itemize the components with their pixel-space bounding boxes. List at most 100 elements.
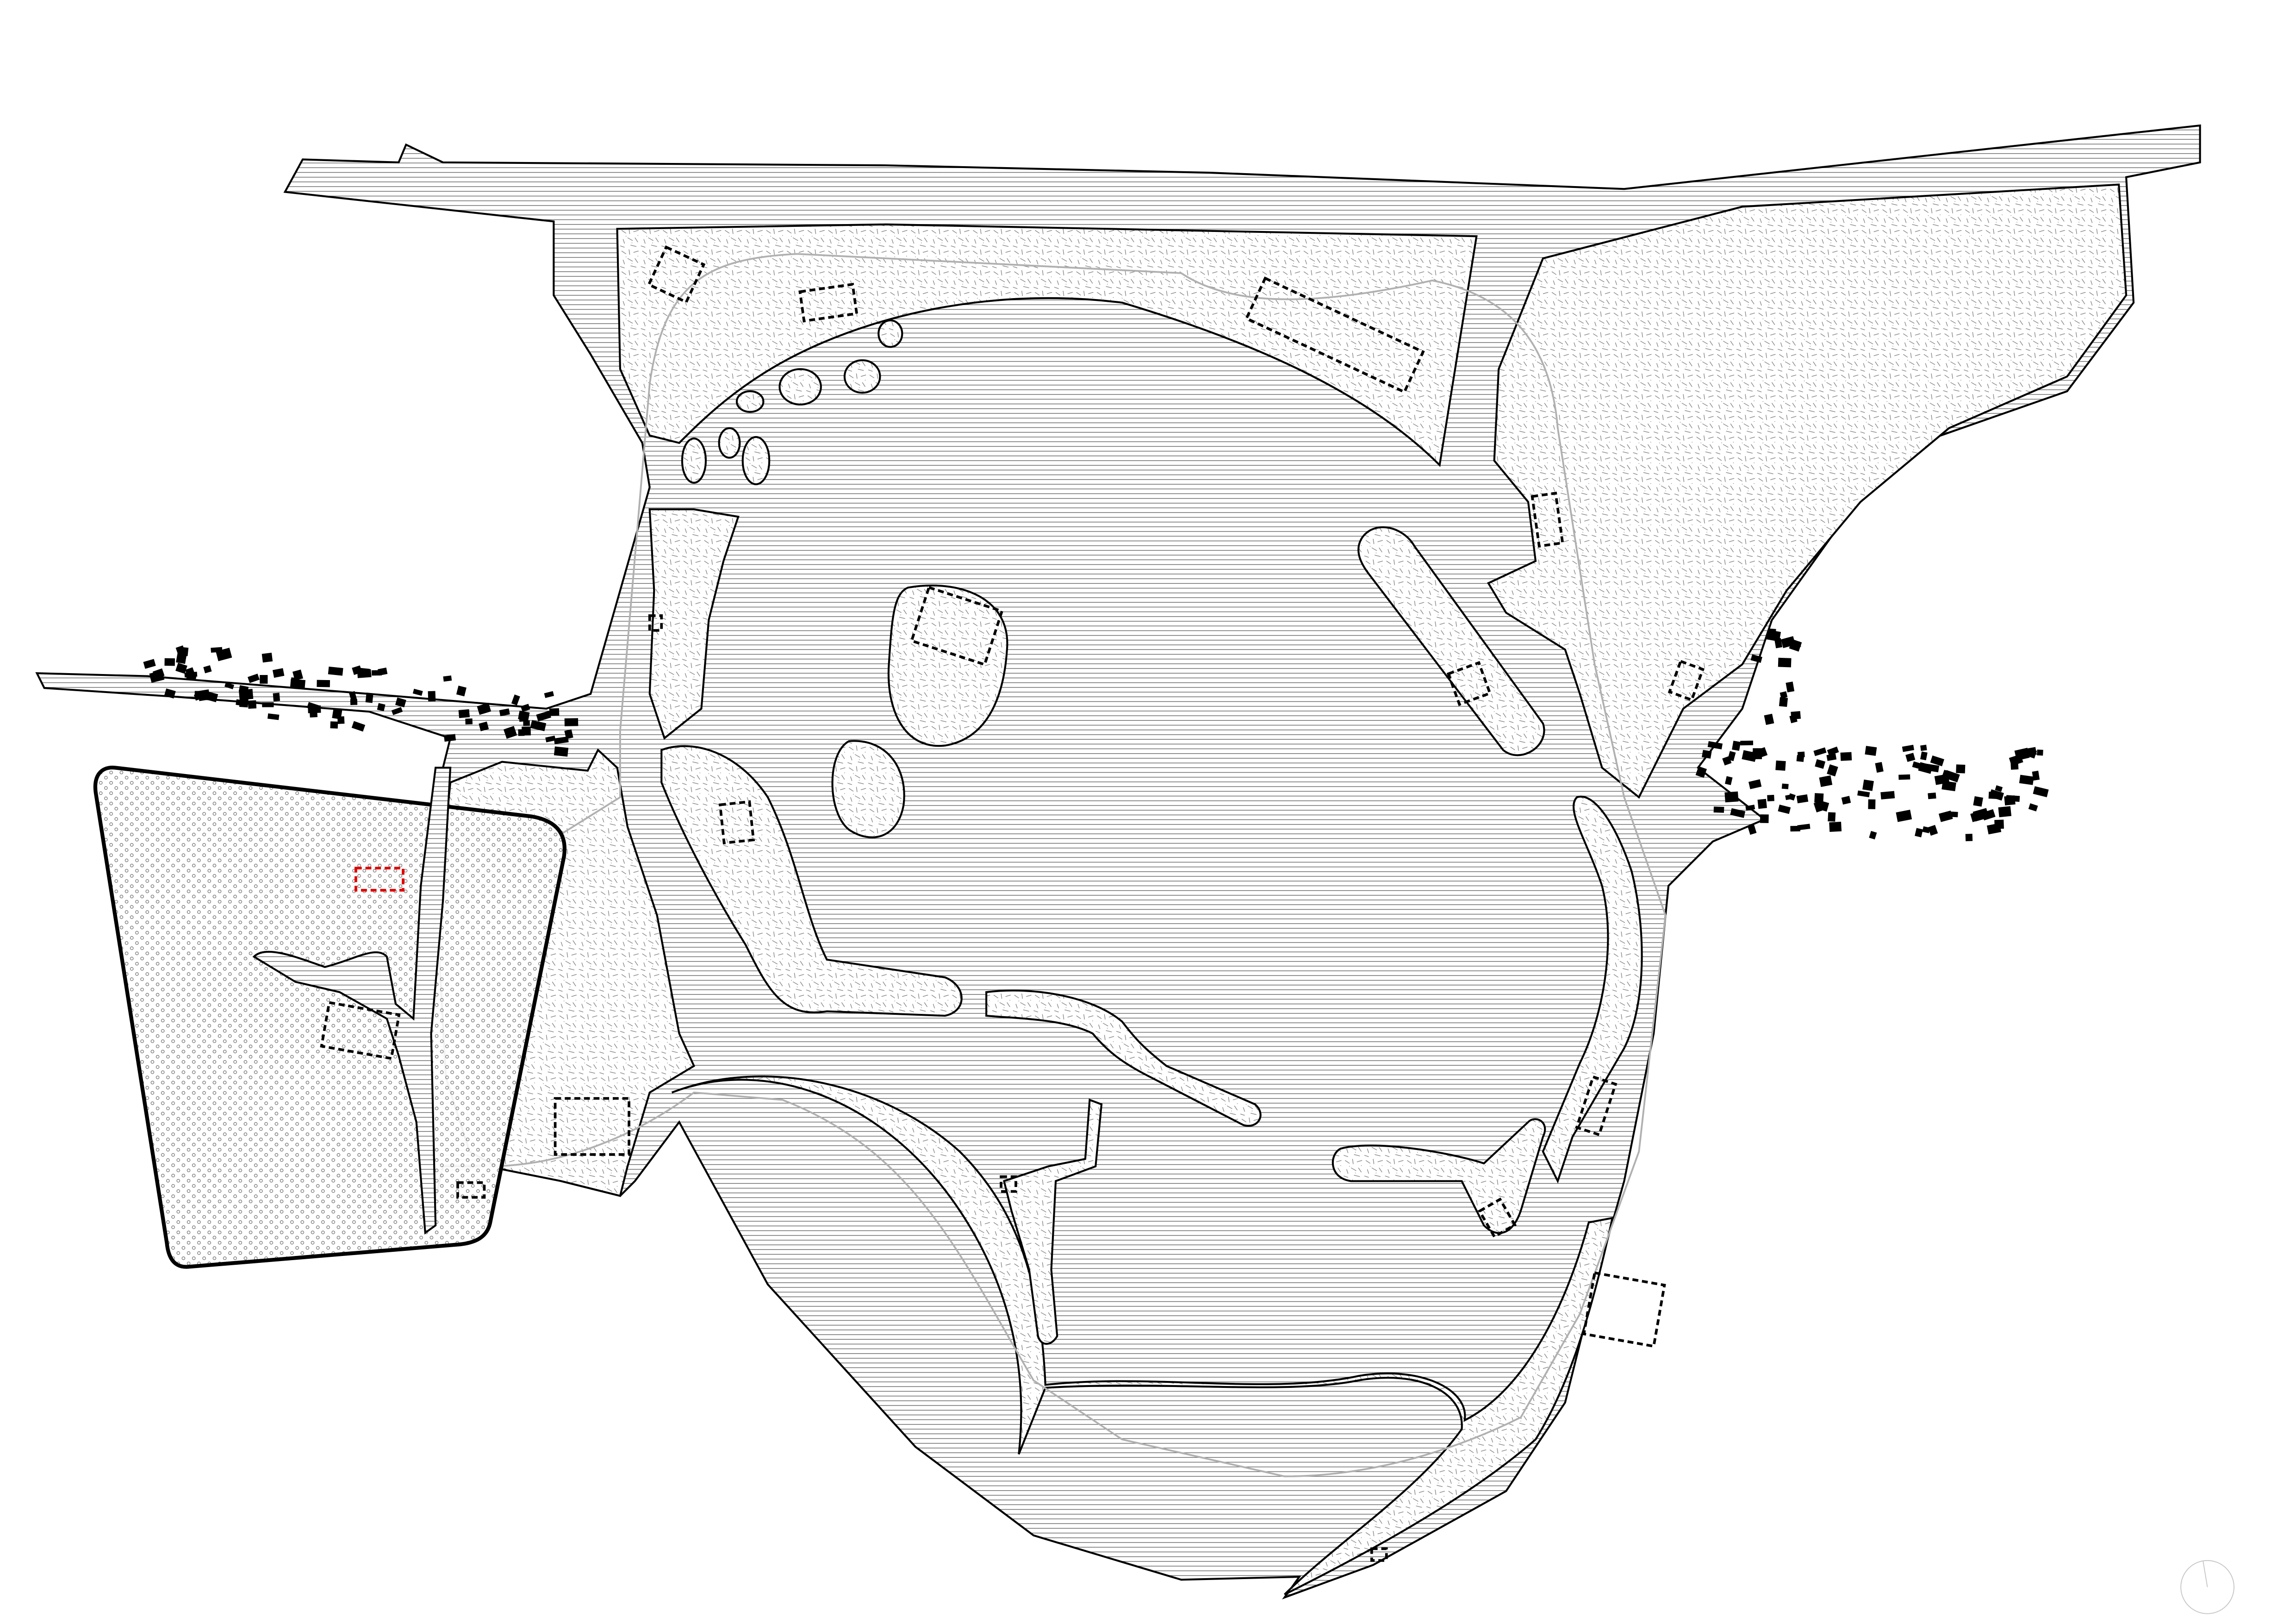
- building-cluster-west: [143, 645, 579, 757]
- plot-outline: [1000, 1175, 1017, 1193]
- building: [1930, 755, 1945, 767]
- building: [1768, 628, 1776, 638]
- building: [1796, 755, 1804, 762]
- building: [520, 704, 530, 712]
- building: [1815, 759, 1826, 769]
- building: [152, 668, 165, 679]
- building: [1778, 657, 1792, 668]
- building: [2006, 795, 2020, 802]
- building: [1865, 746, 1877, 756]
- building: [2019, 775, 2034, 785]
- plot-outline: [647, 245, 706, 304]
- building: [2028, 803, 2038, 812]
- building: [391, 707, 403, 715]
- building: [272, 668, 285, 678]
- building: [365, 693, 373, 703]
- building: [458, 709, 470, 718]
- building: [1724, 776, 1733, 785]
- building: [261, 652, 273, 663]
- islet: [741, 436, 771, 486]
- building: [1713, 806, 1724, 813]
- building: [1857, 790, 1870, 798]
- building: [1973, 796, 1984, 807]
- building: [1764, 713, 1774, 725]
- building: [248, 700, 257, 709]
- plot-outline: [1575, 1075, 1618, 1137]
- islet: [877, 319, 903, 348]
- building: [554, 736, 569, 744]
- islet: [778, 368, 822, 406]
- north-arrow-icon: [2180, 1560, 2234, 1614]
- building: [2009, 754, 2023, 766]
- building: [1797, 824, 1811, 831]
- building: [443, 675, 452, 682]
- building: [203, 665, 212, 674]
- island-long-west: [660, 745, 963, 1017]
- building: [372, 670, 382, 676]
- building: [395, 697, 406, 708]
- building: [1732, 740, 1741, 751]
- building: [1841, 796, 1851, 805]
- building: [1813, 747, 1827, 756]
- building: [1724, 791, 1739, 803]
- plot-outline: [718, 800, 755, 845]
- building: [330, 721, 338, 729]
- building: [211, 647, 223, 653]
- island-arm-south: [1002, 1098, 1103, 1345]
- building: [1934, 774, 1950, 785]
- building: [1752, 747, 1768, 760]
- building: [1920, 744, 1927, 751]
- building: [444, 734, 456, 742]
- building: [428, 691, 436, 702]
- highlighted-plot: [355, 867, 404, 892]
- building: [1780, 691, 1788, 699]
- building: [499, 708, 510, 717]
- building-cluster-east: [1695, 628, 2049, 842]
- building: [544, 691, 554, 698]
- building: [536, 711, 551, 722]
- building: [1868, 799, 1876, 809]
- building: [176, 652, 187, 664]
- building: [310, 711, 318, 718]
- building: [1775, 760, 1786, 771]
- building: [1827, 764, 1838, 777]
- building: [1941, 769, 1958, 781]
- building: [1972, 808, 1989, 822]
- building: [164, 688, 176, 699]
- building: [1791, 711, 1801, 720]
- building: [1745, 805, 1755, 811]
- building: [1938, 810, 1953, 822]
- building: [1898, 774, 1910, 780]
- building: [2037, 750, 2043, 756]
- land-east: [1487, 183, 2128, 799]
- building: [1730, 808, 1746, 818]
- building: [1862, 779, 1874, 791]
- building: [175, 662, 187, 674]
- building: [1722, 756, 1732, 766]
- building: [1786, 681, 1795, 693]
- building: [564, 718, 579, 726]
- building: [184, 672, 198, 678]
- building: [477, 703, 492, 715]
- building: [1701, 750, 1712, 759]
- building: [1915, 828, 1923, 837]
- building: [348, 691, 357, 701]
- plot-outline: [1668, 659, 1705, 702]
- plot-outline: [1370, 1547, 1388, 1562]
- building: [337, 716, 345, 724]
- building: [1920, 751, 1928, 761]
- building: [1840, 752, 1852, 761]
- building: [1780, 636, 1796, 648]
- building: [1819, 775, 1833, 787]
- plot-outline: [1478, 1197, 1517, 1239]
- plot-outline: [1244, 276, 1425, 394]
- building: [1750, 654, 1762, 663]
- building: [522, 726, 531, 736]
- island-diagonal: [1357, 526, 1545, 756]
- plot-outline: [1446, 661, 1492, 706]
- building: [1905, 753, 1916, 762]
- building: [1826, 753, 1837, 761]
- building: [350, 699, 358, 706]
- building: [1829, 821, 1842, 832]
- building: [1896, 809, 1912, 822]
